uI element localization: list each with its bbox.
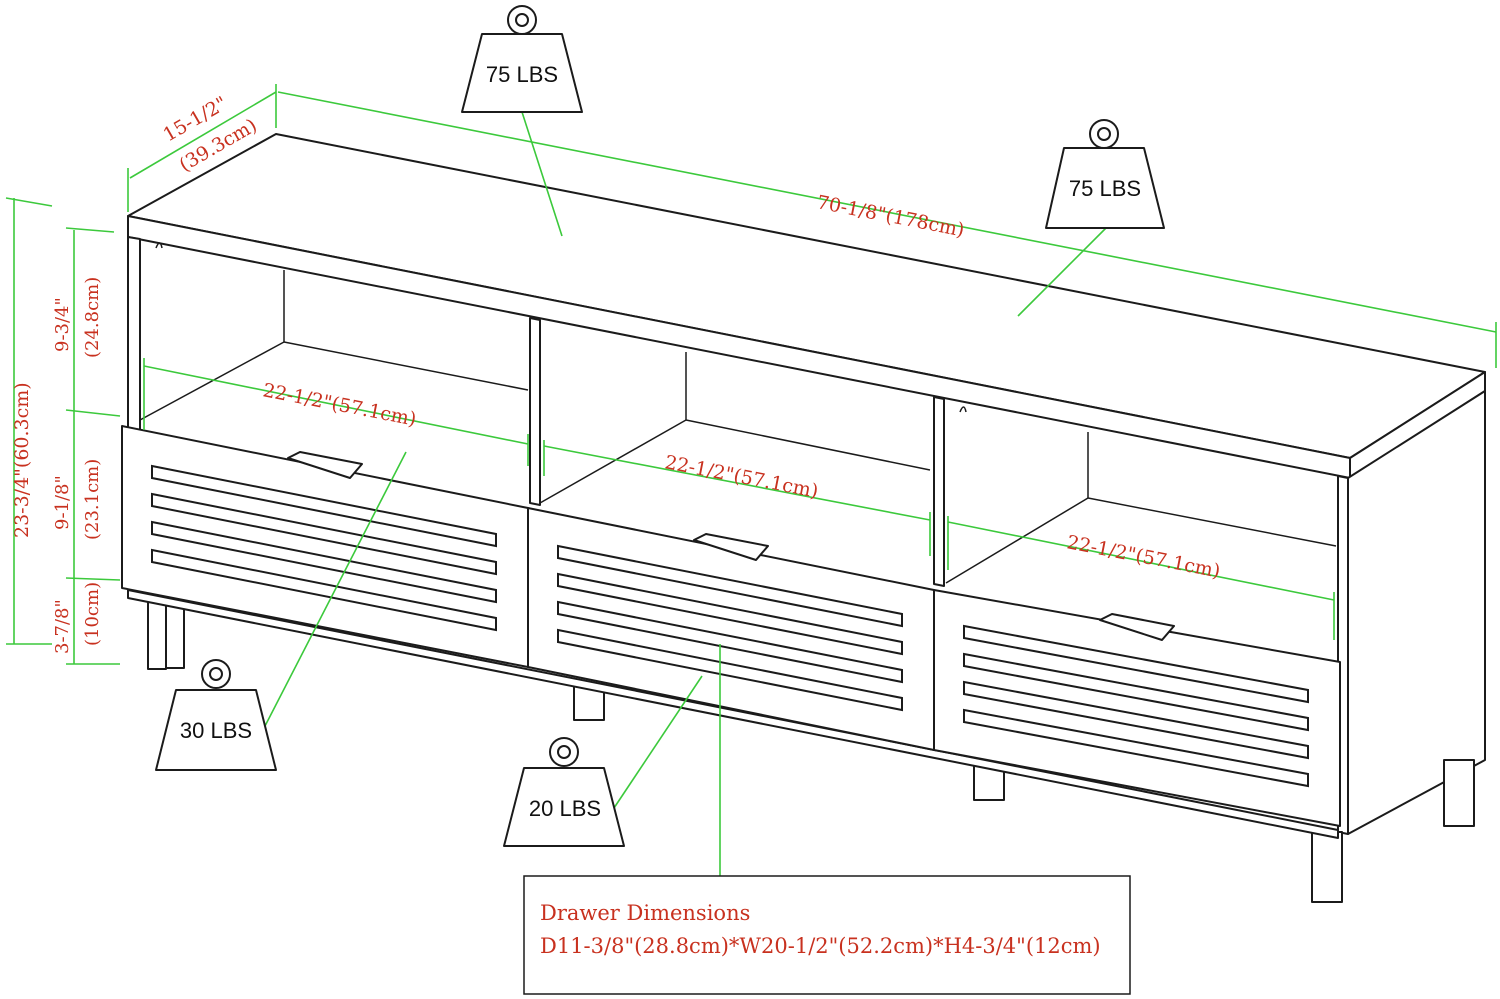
drawer-height-cm-label: (23.1cm) — [82, 459, 103, 540]
width-label: 70-1/8"(178cm) — [815, 191, 966, 241]
compartment-left-label: 22-1/2"(57.1cm) — [261, 379, 418, 430]
weight-top-right-label: 75 LBS — [1069, 176, 1141, 201]
drawer-right-slats — [963, 624, 1309, 788]
tv-stand — [121, 133, 1486, 903]
divider-right — [933, 396, 945, 587]
cable-hole-left — [155, 242, 163, 249]
drawer-center-slats — [557, 544, 903, 712]
weight-icon — [503, 737, 625, 847]
shelf-floor-left — [139, 341, 285, 421]
compartment-right-label: 22-1/2"(57.1cm) — [1065, 531, 1222, 582]
drawer-height-in-label: 9-1/8" — [52, 475, 73, 530]
weight-drawer-left-label: 30 LBS — [180, 718, 252, 743]
weight-top-left: 75 LBS — [461, 5, 583, 113]
weight-icon — [461, 5, 583, 113]
note-box — [523, 875, 1131, 995]
weight-icon — [155, 659, 277, 771]
weight-drawer-center-label: 20 LBS — [529, 796, 601, 821]
divider-left — [529, 317, 541, 506]
leg-height-in-label: 3-7/8" — [52, 599, 73, 654]
note-title: Drawer Dimensions — [540, 901, 750, 925]
shelf-floor-center — [539, 419, 687, 504]
leg-side-right — [1443, 759, 1475, 827]
cable-hole-right — [959, 406, 967, 413]
upper-height-in-label: 9-3/4" — [52, 297, 73, 352]
weight-top-right: 75 LBS — [1045, 119, 1165, 229]
weight-drawer-center: 20 LBS — [503, 737, 625, 847]
drawer-left-slats — [151, 464, 497, 632]
weight-icon — [1045, 119, 1165, 229]
drawer-right-handle — [1099, 613, 1175, 641]
leg-height-cm-label: (10cm) — [82, 582, 103, 646]
shelf-floor-right — [945, 497, 1089, 584]
total-height-label: 23-3/4"(60.3cm) — [11, 382, 33, 538]
weight-drawer-left: 30 LBS — [155, 659, 277, 771]
drawer-left-handle — [287, 451, 363, 479]
compartment-center-label: 22-1/2"(57.1cm) — [663, 451, 820, 502]
weight-top-left-label: 75 LBS — [486, 62, 558, 87]
leg-front-left — [147, 594, 167, 670]
note-spec: D11-3/8"(28.8cm)*W20-1/2"(52.2cm)*H4-3/4… — [540, 934, 1101, 958]
right-side-face — [1347, 390, 1486, 835]
drawer-dimensions-note: Drawer Dimensions D11-3/8"(28.8cm)*W20-1… — [523, 875, 1131, 995]
leg-front-right — [1311, 831, 1343, 903]
upper-height-cm-label: (24.8cm) — [82, 277, 103, 358]
drawer-center-handle — [693, 533, 769, 561]
dimension-lines — [5, 84, 1497, 876]
